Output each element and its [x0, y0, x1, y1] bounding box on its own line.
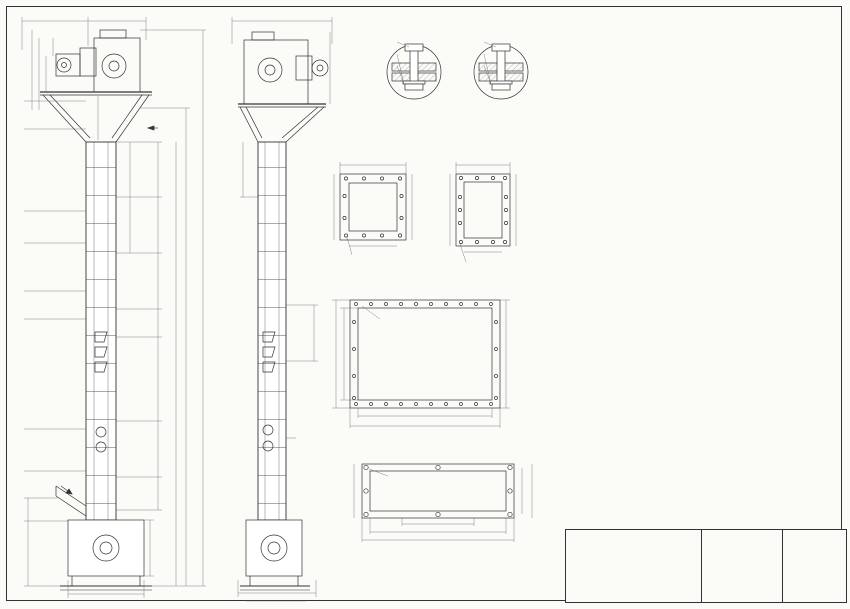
view-front-elevation	[21, 17, 206, 598]
detail-II-bolted-joint	[473, 41, 529, 100]
detail-B-flange	[449, 162, 517, 263]
detail-A-flange	[333, 162, 413, 256]
detail-base-flange	[353, 463, 533, 542]
title-block-revision-grid	[566, 530, 701, 602]
title-block-center	[701, 530, 783, 602]
sheet-border	[6, 6, 842, 601]
detail-casing-flange	[332, 299, 510, 428]
title-block-right	[783, 530, 848, 602]
title-block	[565, 529, 847, 603]
view-side-elevation	[231, 17, 333, 602]
detail-I-bolted-joint	[386, 41, 442, 100]
